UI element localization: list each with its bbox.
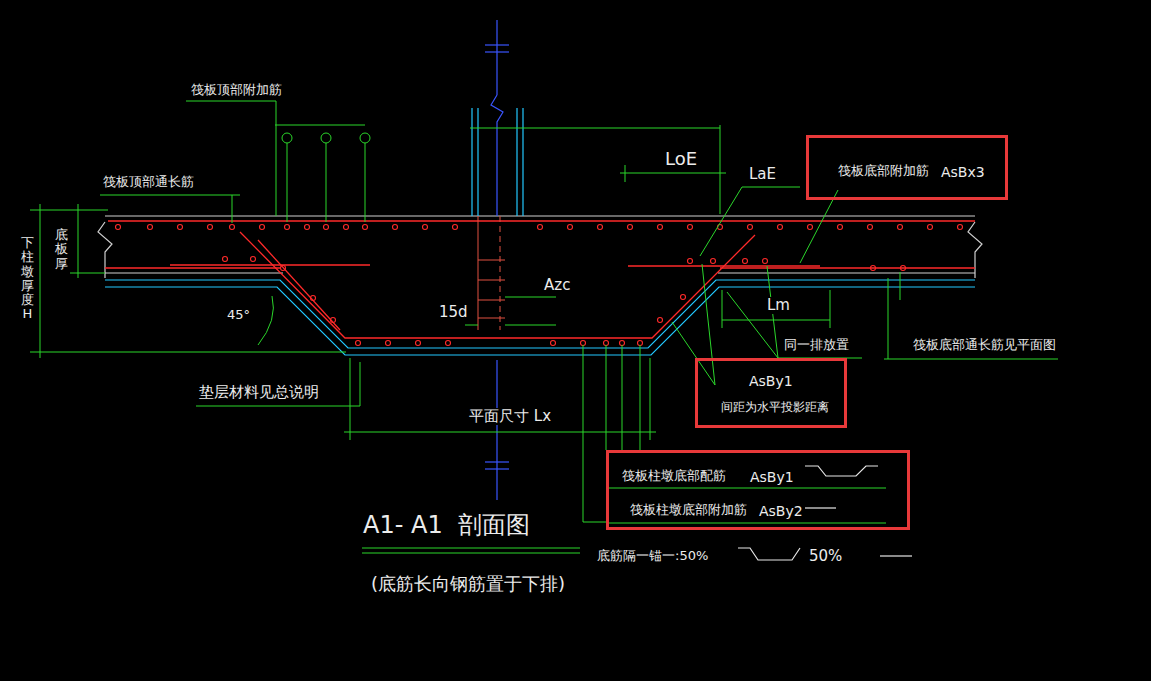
dimension-label: Azc [543,277,571,294]
callout-text: AsBy2 [758,503,804,519]
angle-label: 45° [226,308,251,323]
column-bars [478,216,505,330]
callout-box: 筏板底部附加筋 AsBx3 [806,135,1008,200]
rebar-label: 筏板顶部通长筋 [102,175,195,190]
section-title: A1- A1 剖面图 [362,512,531,540]
callout-text: 筏板底部附加筋 [837,164,930,179]
note-label: 筏板底部通长筋见平面图 [912,338,1057,353]
rebar-label: 筏板顶部附加筋 [190,83,283,98]
note-label: 垫层材料见总说明 [198,384,320,401]
note-label: 50% [808,548,843,565]
callout-box: AsBy1 间距为水平投影距离 [695,358,847,428]
callout-text: AsBy1 [748,373,794,389]
dimension-label: Lm [766,297,791,314]
note-label: 底筋隔一锚一:50% [596,549,709,564]
callout-text: 间距为水平投影距离 [720,401,830,415]
dimension-label: 底板厚 [54,228,69,271]
dimension-label: 平面尺寸 Lx [468,408,552,425]
bar-symbols [738,466,912,560]
callout-text: AsBx3 [940,164,986,180]
rebar [105,221,975,338]
rebar-dots [116,225,963,346]
concrete-outline [98,216,982,278]
cushion-layer [105,280,975,355]
callout-text: 筏板柱墩底部配筋 [621,469,727,484]
callout-text: 筏板柱墩底部附加筋 [629,503,748,518]
dimension-label: 15d [438,304,469,321]
dimension-label: LaE [748,166,777,183]
callout-box: 筏板柱墩底部配筋 AsBy1 筏板柱墩底部附加筋 AsBy2 [606,450,910,530]
callout-text: AsBy1 [749,469,795,485]
dimension-label: 下柱墩厚度H [20,236,35,322]
note-label: 同一排放置 [783,338,850,353]
section-caption: (底筋长向钢筋置于下排) [370,574,566,595]
dimension-lines [30,101,1058,553]
dimension-label: LoE [664,149,698,170]
